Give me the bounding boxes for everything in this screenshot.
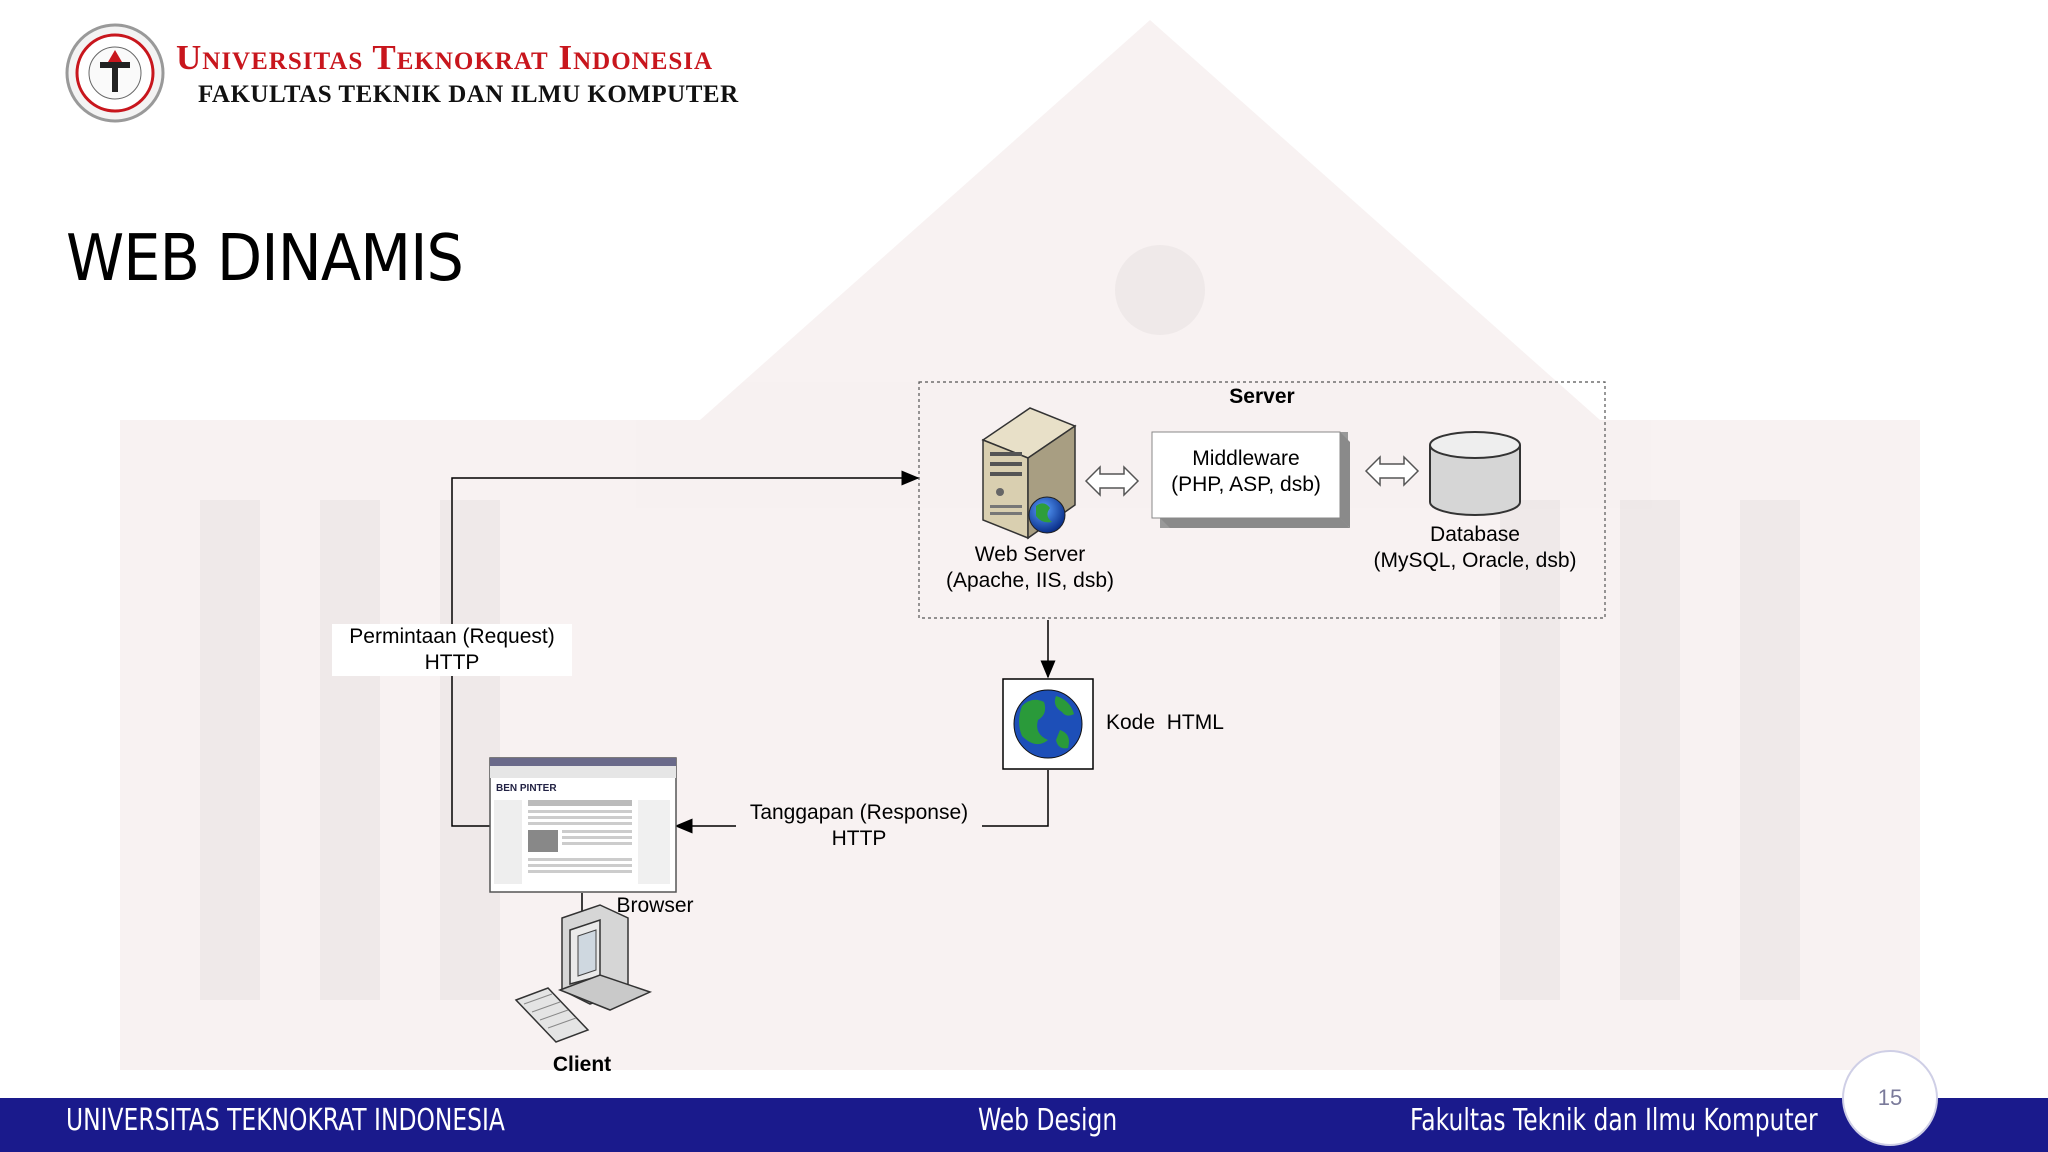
server-middleware-link-icon	[1084, 465, 1140, 497]
middleware-detail: (PHP, ASP, dsb)	[1171, 473, 1321, 496]
footer-university: UNIVERSITAS TEKNOKRAT INDONESIA	[66, 1103, 505, 1138]
database-label: Database (MySQL, Oracle, dsb)	[1350, 522, 1600, 574]
server-group-box	[918, 381, 1606, 619]
middleware-box	[1151, 431, 1350, 528]
browser-window-icon: BEN PINTER	[489, 757, 677, 893]
response-arrow	[982, 770, 1049, 827]
browser-label: Browser	[616, 894, 694, 917]
client-label: Client	[552, 1053, 612, 1076]
database-name: Database	[1430, 523, 1520, 546]
slide-title: WEB DINAMIS	[66, 222, 464, 296]
svg-text:BEN PINTER: BEN PINTER	[496, 783, 557, 794]
footer-course: Web Design	[978, 1103, 1118, 1138]
middleware-database-link-icon	[1364, 455, 1420, 487]
response-line2: HTTP	[831, 827, 887, 850]
client-computer-icon	[514, 904, 653, 1043]
html-code-label: Kode HTML	[1106, 711, 1224, 734]
web-server-icon	[981, 407, 1077, 540]
html-code-globe-icon	[1002, 678, 1094, 770]
response-label: Tanggapan (Response) HTTP	[736, 800, 982, 852]
web-server-name: Web Server	[974, 543, 1086, 566]
middleware-name: Middleware	[1192, 447, 1300, 470]
request-line1: Permintaan (Request)	[349, 625, 555, 648]
footer-bar	[0, 1098, 2048, 1152]
database-icon	[1429, 431, 1521, 516]
server-group-label: Server	[1229, 385, 1295, 408]
page-number-badge: 15	[1842, 1050, 1938, 1146]
university-name: Universitas Teknokrat Indonesia	[176, 38, 714, 77]
middleware-label: Middleware (PHP, ASP, dsb)	[1152, 446, 1340, 498]
university-logo	[65, 23, 165, 123]
response-line1: Tanggapan (Response)	[749, 801, 969, 824]
database-detail: (MySQL, Oracle, dsb)	[1373, 549, 1577, 572]
web-server-detail: (Apache, IIS, dsb)	[945, 569, 1115, 592]
faculty-name: FAKULTAS TEKNIK DAN ILMU KOMPUTER	[198, 81, 739, 108]
request-line2: HTTP	[424, 651, 480, 674]
request-label: Permintaan (Request) HTTP	[332, 624, 572, 676]
footer-faculty: Fakultas Teknik dan Ilmu Komputer	[1410, 1103, 1818, 1138]
page-number: 15	[1877, 1085, 1903, 1110]
web-server-label: Web Server (Apache, IIS, dsb)	[920, 542, 1140, 594]
